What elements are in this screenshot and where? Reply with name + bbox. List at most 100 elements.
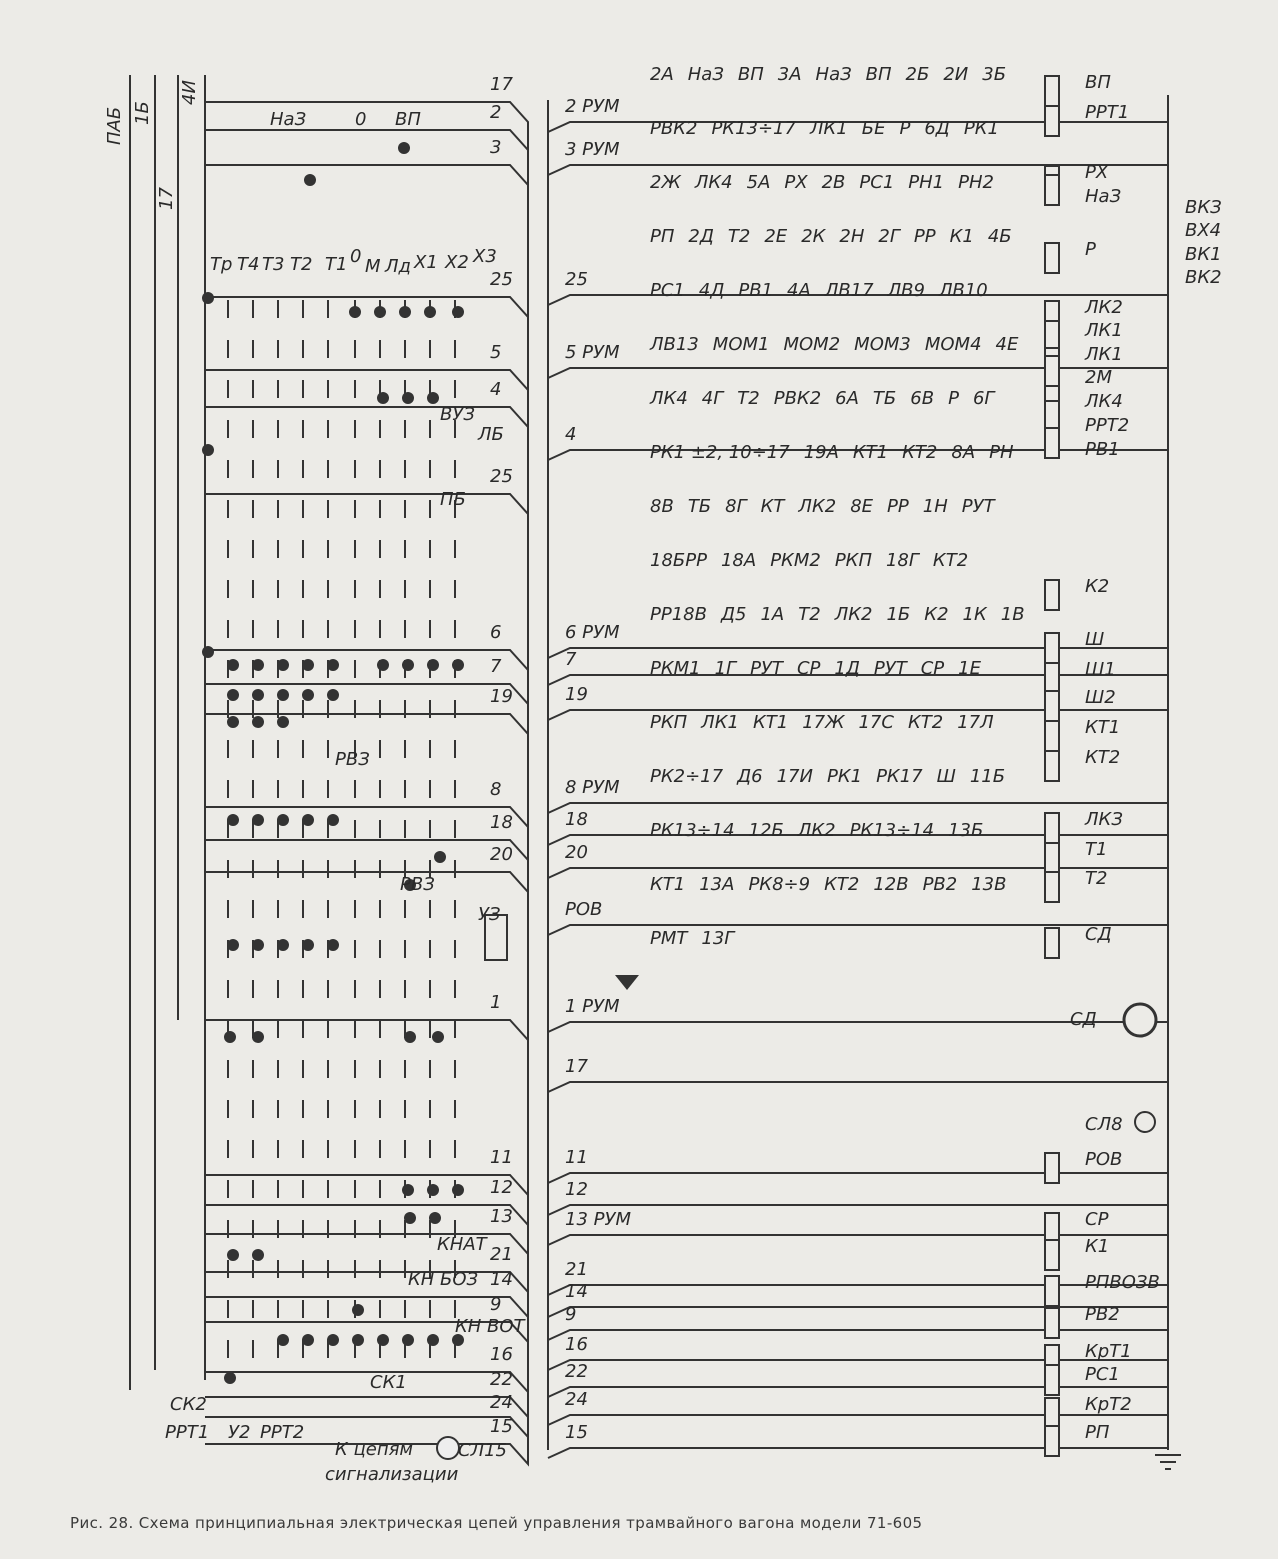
node-label: ВП [866, 64, 892, 85]
node-label: КТ2 [908, 712, 943, 733]
node-label: ТБ [688, 496, 711, 517]
left-wire-number: 21 [490, 1244, 513, 1265]
node-label: СР [797, 658, 821, 679]
contact-dot [252, 1249, 264, 1261]
coil-label: ЛКЗ [1084, 809, 1123, 830]
left-wire [205, 1443, 529, 1467]
node-label: 4Б [988, 226, 1012, 247]
coil-label: Ш1 [1085, 659, 1116, 680]
coil-label: ВХ4 [1185, 220, 1221, 241]
relay-coil [1044, 812, 1060, 844]
node-label: 17И [777, 766, 813, 787]
relay-coil [1044, 174, 1060, 206]
controller-label: УЗ [478, 904, 501, 925]
relay-coil [1044, 1239, 1060, 1271]
coil-label: НаЗ [1085, 186, 1122, 207]
node-label: 1В [1001, 604, 1025, 625]
contact-dot [252, 1031, 264, 1043]
node-label: МОМ4 [925, 334, 982, 355]
left-wire-number: 16 [490, 1344, 513, 1365]
controller-label: РРТ2 [260, 1422, 304, 1443]
coil-label: СД [1085, 924, 1112, 945]
coil-label: СР [1085, 1209, 1109, 1230]
node-label: 4Д [699, 280, 725, 301]
circuit-line [547, 1386, 1168, 1398]
contact-dot [352, 1334, 364, 1346]
left-wire-number: 2 [490, 102, 501, 123]
node-label: 2В [822, 172, 846, 193]
bus-label: 17 [156, 187, 177, 210]
relay-coil [1044, 871, 1060, 903]
node-label: РКМ1 [650, 658, 701, 679]
contact-dot [327, 689, 339, 701]
contact-dot [399, 306, 411, 318]
coil-label: РВ1 [1085, 439, 1120, 460]
contact-dot [277, 1334, 289, 1346]
coil-label: ЛК2 [1084, 297, 1123, 318]
circuit-number: 4 [565, 424, 576, 445]
coil-label: РС1 [1085, 1364, 1120, 1385]
node-label: КТ2 [902, 442, 937, 463]
node-label: 2Б [906, 64, 930, 85]
contact-dot [452, 1334, 464, 1346]
left-wire-number: 25 [490, 269, 513, 290]
node-label: 1А [760, 604, 784, 625]
left-wire-number: 18 [490, 812, 513, 833]
circuit-number: 9 [565, 1304, 576, 1325]
controller-label: Х2 [444, 252, 469, 273]
circuit-line [547, 674, 1168, 686]
node-label: 8Г [725, 496, 748, 517]
node-label: Т2 [728, 226, 750, 247]
contact-dot [227, 716, 239, 728]
circuit-number: 18 [565, 809, 588, 830]
node-label: 3А [778, 64, 802, 85]
coil-label: ВКЗ [1185, 197, 1222, 218]
circuit-number: РОВ [565, 899, 602, 920]
node-label: БЕ [862, 118, 886, 139]
coil-label: Т1 [1085, 839, 1107, 860]
contact-dot [374, 306, 386, 318]
relay-coil [1044, 320, 1060, 352]
left-wire-number: 3 [490, 137, 501, 158]
node-label: РК17 [876, 766, 923, 787]
node-label: 2Г [878, 226, 901, 247]
node-label: РН [989, 442, 1014, 463]
contact-dot [327, 659, 339, 671]
contact-dot [427, 659, 439, 671]
node-label: РУТ [750, 658, 785, 679]
contact-dot [452, 659, 464, 671]
relay-coil [1044, 579, 1060, 611]
circuit-number: 11 [565, 1147, 588, 1168]
circuit-number: 5 РУМ [565, 342, 620, 363]
circuit-line [547, 802, 1168, 814]
coil-label: ВК1 [1185, 244, 1222, 265]
left-wire-number: 14 [490, 1269, 513, 1290]
relay-coil [1044, 720, 1060, 752]
coil-label: Р [1085, 239, 1096, 260]
node-label: РН2 [958, 172, 994, 193]
contact-dot [427, 1184, 439, 1196]
node-label: 8В [650, 496, 674, 517]
circuit-number: 22 [565, 1361, 588, 1382]
circuit-number: 2 РУМ [565, 96, 620, 117]
contact-dot [424, 306, 436, 318]
left-wire [205, 1416, 529, 1450]
node-label: РП [650, 226, 675, 247]
node-label: РКП [835, 550, 873, 571]
circuit-number: 15 [565, 1422, 588, 1443]
node-label: 13В [971, 874, 1006, 895]
contact-dot [277, 659, 289, 671]
contact-dot [252, 659, 264, 671]
node-label: 2Д [688, 226, 714, 247]
left-wire-number: 8 [490, 779, 501, 800]
relay-coil [1044, 105, 1060, 137]
contact-dot [252, 939, 264, 951]
contact-dot [302, 1334, 314, 1346]
diode-icon [615, 975, 639, 990]
node-label: 2А [650, 64, 674, 85]
contact-dot [427, 392, 439, 404]
relay-coil [1044, 842, 1060, 874]
circuit-line [547, 1081, 1168, 1093]
bus-label: 4И [179, 80, 200, 105]
node-label: ЛК1 [809, 118, 848, 139]
